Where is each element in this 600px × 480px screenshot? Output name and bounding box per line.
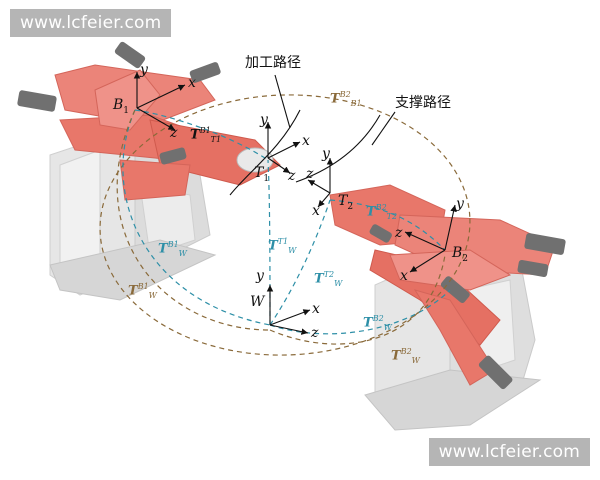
transform-TWB2-brown: TB2W (391, 347, 420, 365)
tool-path-curves (229, 74, 396, 196)
watermark-top: www.lcfeier.com (10, 9, 172, 37)
axis-W-z: z (311, 325, 319, 341)
axis-W-x: x (312, 301, 320, 317)
right-robot-arm (329, 184, 566, 390)
frame-T2-label: T2 (338, 193, 354, 212)
machining-path-label: 加工路径 (245, 55, 301, 71)
transform-TWT1: TT1W (268, 237, 297, 255)
transform-TWB1-teal: TB1W (158, 240, 187, 258)
frame-B2-label: B2 (452, 245, 469, 264)
axis-T1-x: x (302, 133, 310, 149)
axis-T2-z: z (306, 166, 314, 182)
frame-T2-axes (307, 158, 334, 208)
transform-TB1T1: TB1T1 (190, 126, 222, 144)
axis-B1-z: z (170, 125, 178, 141)
axis-W-y: y (256, 268, 264, 284)
watermark-bottom: www.lcfeier.com (428, 438, 590, 466)
axis-T1-y: y (260, 112, 268, 128)
transform-TWT2: TT2W (314, 270, 343, 288)
frame-W-axes (266, 285, 311, 335)
axis-B1-y: y (140, 62, 148, 78)
support-path-label: 支撑路径 (395, 95, 451, 111)
frame-T1-label: T1 (254, 165, 270, 184)
axis-B2-z: z (395, 225, 403, 241)
axis-B2-x: x (400, 268, 408, 284)
frame-B1-axes (133, 72, 186, 131)
transform-TB2T2: TB2T2 (366, 203, 398, 221)
frame-W-label: W (250, 294, 265, 310)
axis-T2-y: y (322, 146, 330, 162)
transform-TWB1-brown: TB1W (128, 282, 157, 300)
axis-B2-y: y (456, 196, 464, 212)
frame-B2-axes (404, 204, 457, 273)
transform-TB2B1: TB2B1 (330, 90, 362, 108)
transform-TWB2-teal: TB2W (363, 314, 392, 332)
axis-B1-x: x (188, 75, 196, 91)
axis-T2-x: x (312, 203, 320, 219)
left-robot-base (49, 134, 217, 301)
frame-B1-label: B1 (113, 97, 130, 116)
axis-T1-z: z (288, 168, 296, 184)
frame-T1-axes (264, 122, 301, 174)
